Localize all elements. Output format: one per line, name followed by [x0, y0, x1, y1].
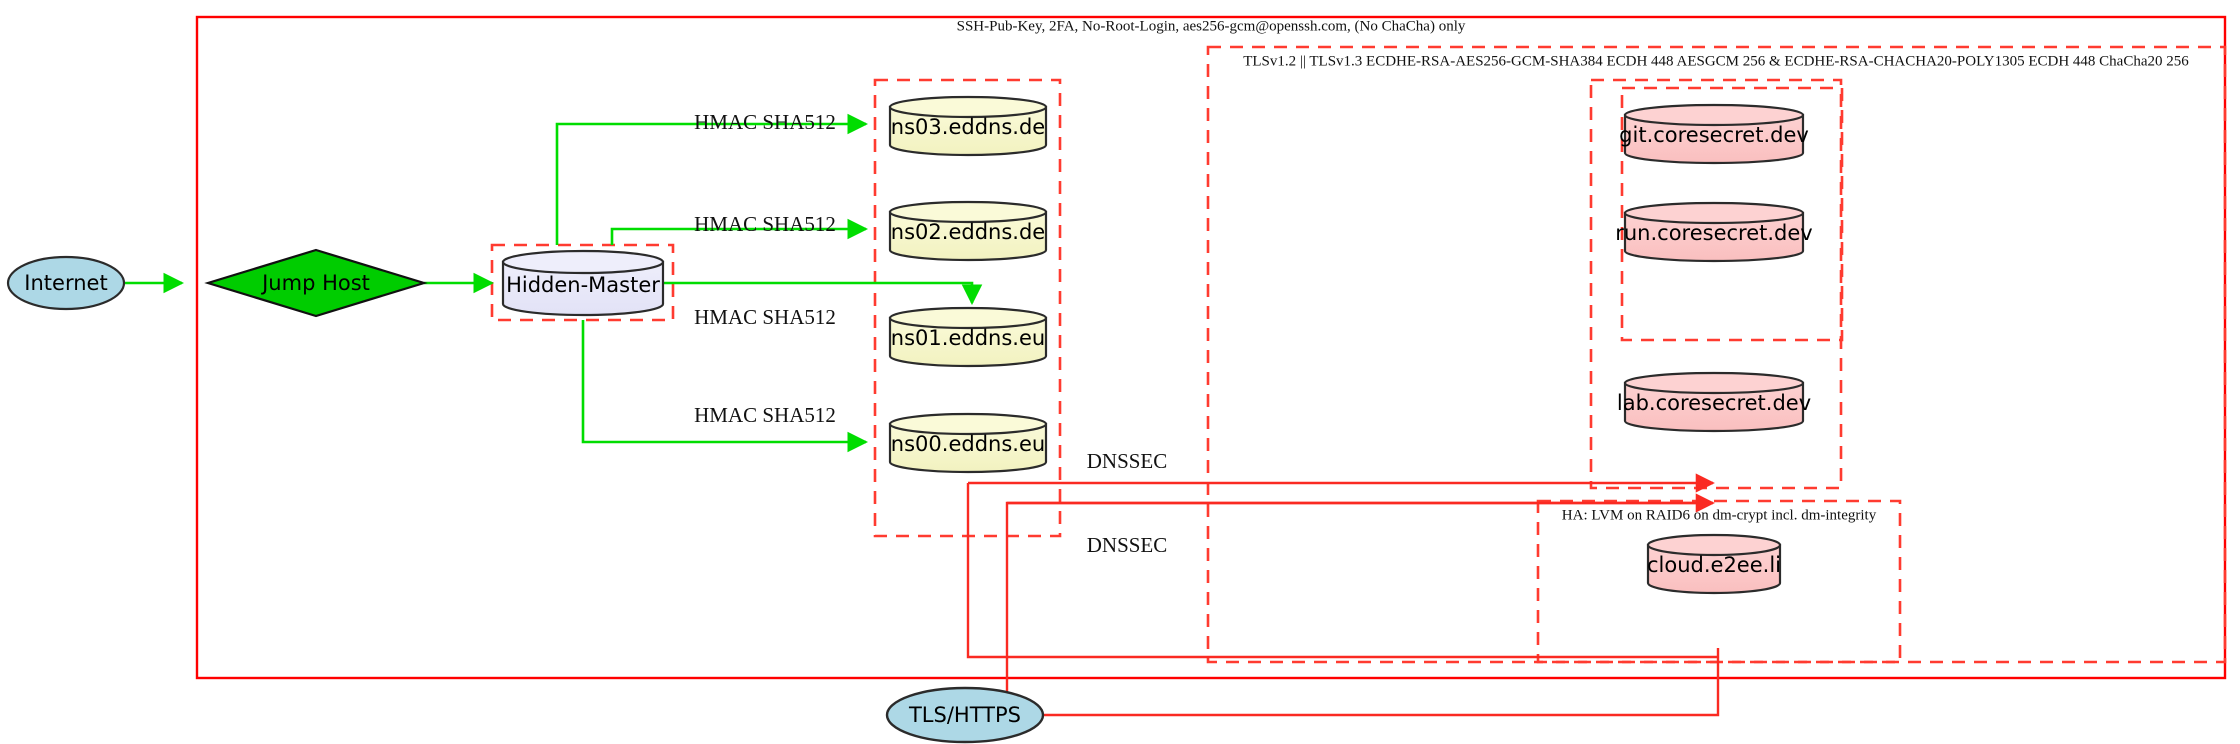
run-cylinder-body: [1623, 211, 1805, 263]
ns03-cylinder-body: [888, 105, 1048, 157]
edge-label-hmac-ns03: HMAC SHA512: [694, 110, 836, 134]
tls-https-ellipse-shape: [885, 686, 1045, 744]
internet-label: Internet: [24, 271, 107, 295]
node-tls-https[interactable]: TLS/HTTPS: [885, 686, 1045, 744]
edge-master-to-ns03: [555, 113, 869, 245]
ns03-cylinder-top: [888, 95, 1048, 119]
edge-label-hmac-ns00: HMAC SHA512: [694, 403, 836, 427]
cloud-label: cloud.e2ee.li: [1647, 553, 1781, 577]
internet-ellipse-shape: [6, 255, 126, 311]
run-cylinder-top: [1623, 201, 1805, 225]
ns00-cylinder-body: [888, 422, 1048, 474]
git-cylinder-top: [1623, 103, 1805, 127]
jump-host-diamond-shape: [204, 248, 428, 318]
git-label: git.coresecret.dev: [1619, 123, 1809, 147]
edge-label-hmac-ns01: HMAC SHA512: [694, 305, 836, 329]
run-label: run.coresecret.dev: [1615, 221, 1813, 245]
hidden-master-cylinder-body: [501, 260, 665, 317]
coresecret-outer-box: [1589, 78, 1843, 490]
node-hidden-master[interactable]: Hidden-Master: [501, 249, 665, 317]
lab-cylinder-top: [1623, 371, 1805, 395]
ns00-cylinder-top: [888, 412, 1048, 436]
edge-master-to-ns01: [663, 281, 983, 306]
node-git-coresecret[interactable]: git.coresecret.dev: [1619, 103, 1809, 165]
edge-label-dnssec-lower: DNSSEC: [1087, 533, 1168, 557]
ns01-label: ns01.eddns.eu: [891, 326, 1045, 350]
node-jump-host[interactable]: Jump Host: [204, 248, 428, 318]
edge-master-to-ns00: [581, 320, 869, 453]
node-ns03[interactable]: ns03.eddns.de: [888, 95, 1048, 157]
edge-label-dnssec-upper: DNSSEC: [1087, 449, 1168, 473]
cloud-cylinder-top: [1646, 533, 1782, 557]
ns01-cylinder-body: [888, 316, 1048, 368]
ns01-cylinder-top: [888, 306, 1048, 330]
node-cloud-e2ee[interactable]: cloud.e2ee.li: [1646, 533, 1782, 595]
edge-tlshttps-to-cloud: [1043, 648, 1720, 717]
node-ns02[interactable]: ns02.eddns.de: [888, 200, 1048, 262]
coresecret-inner-box: [1620, 86, 1844, 342]
cloud-cylinder-body: [1646, 543, 1782, 595]
jump-host-label: Jump Host: [260, 271, 370, 295]
node-ns00[interactable]: ns00.eddns.eu: [888, 412, 1048, 474]
hidden-master-cylinder-top: [501, 249, 665, 275]
edge-master-to-ns02: [610, 218, 869, 245]
edge-label-hmac-ns02: HMAC SHA512: [694, 212, 836, 236]
ns03-label: ns03.eddns.de: [891, 115, 1045, 139]
node-internet[interactable]: Internet: [6, 255, 126, 311]
ns02-label: ns02.eddns.de: [891, 220, 1045, 244]
ha-cluster-label: HA: LVM on RAID6 on dm-crypt incl. dm-in…: [1562, 507, 1877, 523]
node-ns01[interactable]: ns01.eddns.eu: [888, 306, 1048, 368]
tls-cluster-label: TLSv1.2 || TLSv1.3 ECDHE-RSA-AES256-GCM-…: [1243, 53, 2189, 69]
tls-https-label: TLS/HTTPS: [908, 703, 1021, 727]
ns02-cylinder-top: [888, 200, 1048, 224]
node-lab-coresecret[interactable]: lab.coresecret.dev: [1617, 371, 1811, 433]
node-run-coresecret[interactable]: run.coresecret.dev: [1615, 201, 1813, 263]
ns00-label: ns00.eddns.eu: [891, 432, 1045, 456]
edge-tlshttps-route-b: [966, 483, 1210, 659]
lab-label: lab.coresecret.dev: [1617, 391, 1811, 415]
ssh-boundary-label: SSH-Pub-Key, 2FA, No-Root-Login, aes256-…: [957, 18, 1466, 34]
lab-cylinder-body: [1623, 381, 1805, 433]
git-cylinder-body: [1623, 113, 1805, 165]
ns02-cylinder-body: [888, 210, 1048, 262]
ssh-boundary-box: [195, 15, 2227, 680]
hidden-master-label: Hidden-Master: [506, 273, 660, 297]
